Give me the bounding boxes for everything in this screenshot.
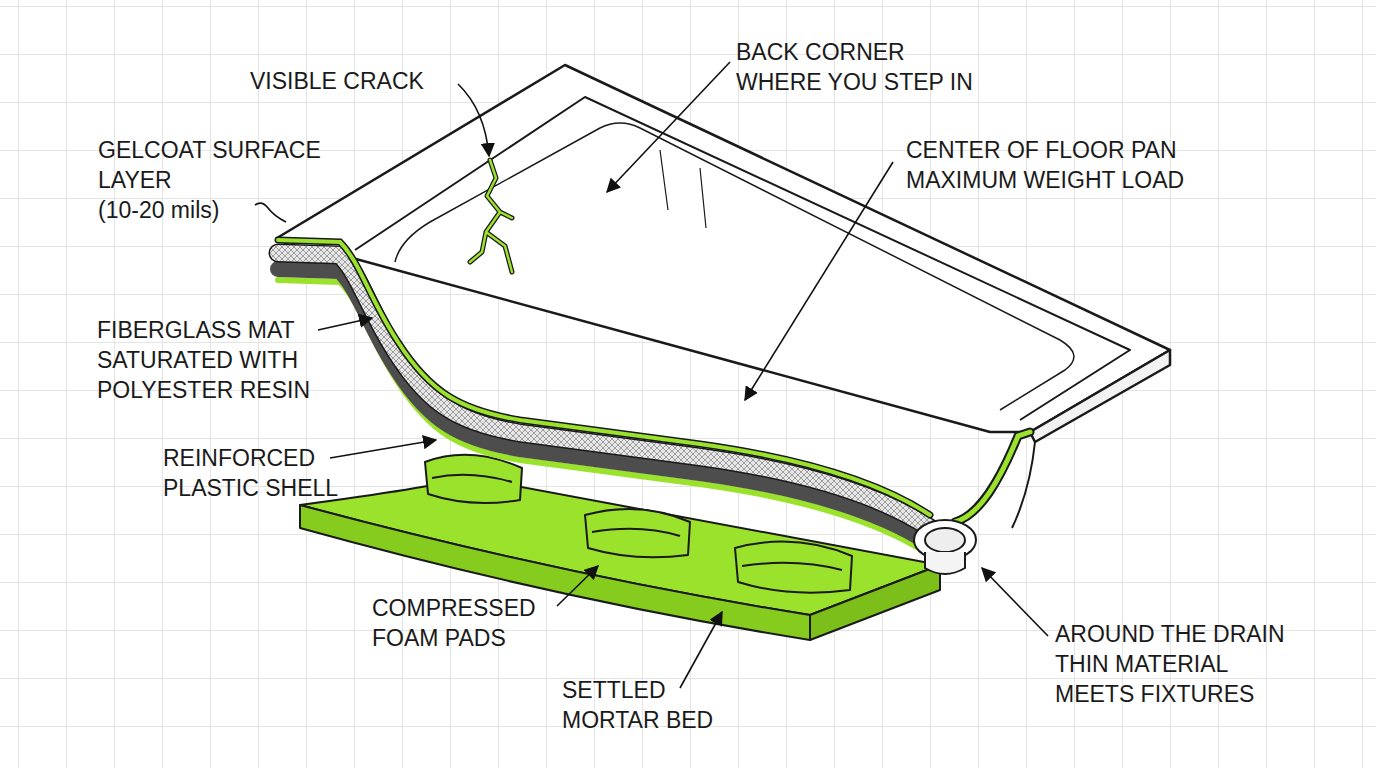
leader-lines-part	[745, 162, 893, 400]
callout-label: GELCOAT SURFACE LAYER (10-20 mils)	[98, 135, 321, 225]
foam-pads-part	[432, 475, 512, 482]
cross-section-part	[278, 240, 930, 515]
tub-outer-wall	[1012, 442, 1035, 528]
foam-pads-part	[735, 542, 852, 593]
tub-rim-part	[395, 123, 1074, 410]
leader-lines-part	[330, 440, 436, 458]
leader-lines-part	[318, 318, 372, 330]
leader-lines-part	[557, 566, 598, 606]
foam-pads-part	[585, 509, 690, 557]
visible-crack-part	[470, 160, 512, 272]
leader-lines-part	[607, 62, 730, 192]
leader-lines-part	[458, 84, 489, 156]
callout-label: SETTLED MORTAR BED	[562, 675, 713, 735]
foam-pads-part	[425, 455, 522, 503]
drain-fixture-part	[925, 528, 965, 552]
tub-outer-wall-part	[1012, 442, 1035, 528]
visible-crack	[470, 160, 512, 272]
cross-section-part	[955, 432, 1030, 522]
leader-lines-part	[255, 203, 286, 222]
cross-section-part	[955, 432, 1030, 522]
cross-section-part	[278, 253, 930, 528]
tub-rim-part	[660, 150, 706, 228]
tub-rim-part	[1030, 350, 1170, 442]
leader-lines-part	[680, 612, 722, 688]
foam-pads-part	[592, 529, 680, 536]
callout-label: BACK CORNER WHERE YOU STEP IN	[736, 37, 973, 97]
cross-section-part	[278, 240, 930, 515]
callout-label: AROUND THE DRAIN THIN MATERIAL MEETS FIX…	[1055, 619, 1285, 709]
drain-fixture-part	[925, 552, 965, 574]
callout-label: VISIBLE CRACK	[250, 66, 424, 96]
foam-pads-part	[742, 563, 842, 570]
drain-fixture	[914, 520, 976, 574]
callout-label: REINFORCED PLASTIC SHELL	[163, 443, 338, 503]
callout-label: COMPRESSED FOAM PADS	[372, 593, 536, 653]
callout-label: FIBERGLASS MAT SATURATED WITH POLYESTER …	[97, 315, 310, 405]
leader-lines-part	[982, 568, 1048, 636]
callout-label: CENTER OF FLOOR PAN MAXIMUM WEIGHT LOAD	[906, 135, 1184, 195]
cross-section-part	[278, 253, 930, 528]
visible-crack-part	[470, 160, 512, 272]
cross-section	[278, 240, 1030, 555]
